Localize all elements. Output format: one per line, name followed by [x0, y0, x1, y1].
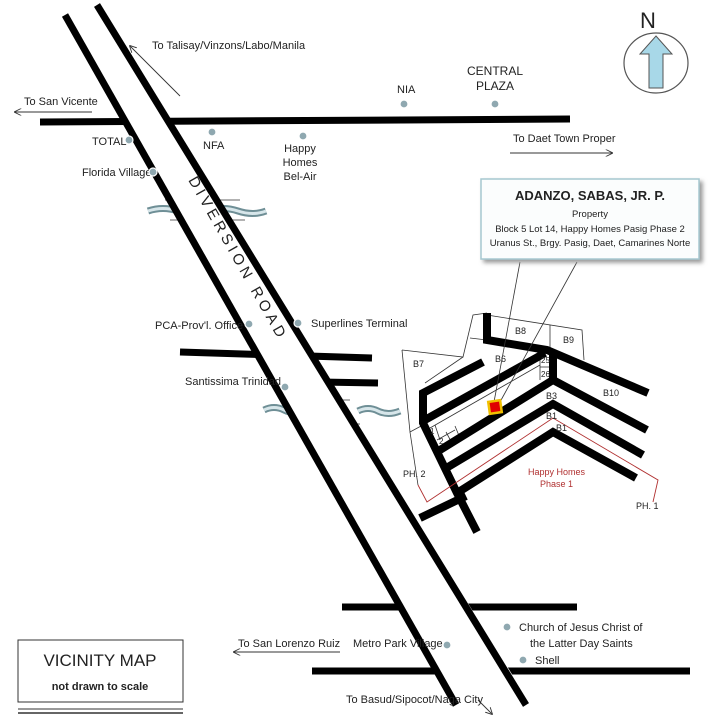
block-b1: B1 [546, 411, 557, 421]
landmark-dot [148, 167, 158, 177]
landmark-pca: PCA-Prov'l. Office [155, 320, 243, 332]
landmark-dot [280, 382, 290, 392]
block-b9: B9 [563, 335, 574, 345]
diversion-road [61, 3, 529, 712]
property-address-1: Block 5 Lot 14, Happy Homes Pasig Phase … [495, 224, 685, 235]
phase-2-label: PH. 2 [403, 469, 426, 479]
direction-san-lorenzo: To San Lorenzo Ruiz [238, 638, 340, 650]
landmark-central-plaza-1: CENTRAL [467, 64, 523, 78]
legend-subtitle: not drawn to scale [52, 681, 149, 693]
lot-1: 1 [430, 427, 435, 436]
landmark-happy-homes-3: Bel-Air [283, 171, 316, 183]
landmark-metro-park: Metro Park Village [353, 638, 443, 650]
happy-homes-phase1-line2: Phase 1 [540, 479, 573, 489]
landmark-dot [490, 99, 500, 109]
landmark-nfa: NFA [203, 140, 225, 152]
happy-homes-phase1-line1: Happy Homes [528, 467, 586, 477]
block-b3: B3 [546, 391, 557, 401]
landmark-central-plaza-2: PLAZA [476, 79, 514, 93]
north-arrow-icon [638, 35, 674, 89]
landmark-dot [502, 622, 512, 632]
legend-title: VICINITY MAP [43, 651, 156, 670]
phase-1-label: PH. 1 [636, 501, 659, 511]
landmark-superlines: Superlines Terminal [311, 318, 407, 330]
block-b8: B8 [515, 326, 526, 336]
direction-basud: To Basud/Sipocot/Naga City [346, 694, 483, 706]
direction-talisay: To Talisay/Vinzons/Labo/Manila [152, 40, 306, 52]
landmark-dot [124, 135, 134, 145]
landmark-dot [293, 318, 303, 328]
lot-2: 2 [439, 437, 444, 446]
property-address-2: Uranus St., Brgy. Pasig, Daet, Camarines… [490, 238, 690, 249]
landmark-happy-homes-1: Happy [284, 143, 316, 155]
block-b1-lower: B1 [556, 423, 567, 433]
lot-26: 26 [541, 370, 550, 379]
arrow-talisay [130, 46, 181, 97]
property-callout: ADANZO, SABAS, JR. P. Property Block 5 L… [480, 178, 700, 260]
callout-line [499, 261, 578, 403]
property-marker[interactable] [486, 398, 504, 416]
landmark-dot [518, 655, 528, 665]
direction-san-vicente: To San Vicente [24, 96, 98, 108]
landmark-dot [244, 319, 254, 329]
landmark-shell: Shell [535, 655, 559, 667]
subdivision-lots [401, 312, 585, 486]
callout-line [493, 261, 521, 403]
landmarks: TOTAL NFA NIA CENTRAL PLAZA Happy Homes … [82, 64, 643, 667]
landmark-dot [442, 640, 452, 650]
landmark-church-2: the Latter Day Saints [530, 638, 633, 650]
landmark-dot [207, 127, 217, 137]
north-label: N [640, 8, 656, 33]
block-b6: B6 [495, 354, 506, 364]
landmark-church-1: Church of Jesus Christ of [519, 622, 643, 634]
block-b10: B10 [603, 388, 619, 398]
subdivision-roads [418, 313, 650, 534]
property-label: Property [572, 209, 608, 220]
phase-1-boundary [417, 417, 659, 503]
north-arrow: N [623, 8, 689, 94]
landmark-nia: NIA [397, 84, 416, 96]
lot-25: 25 [541, 356, 550, 365]
property-owner: ADANZO, SABAS, JR. P. [515, 188, 665, 203]
landmark-florida: Florida Village [82, 167, 152, 179]
landmark-total: TOTAL [92, 136, 126, 148]
landmark-santissima: Santissima Trinidad [185, 376, 281, 388]
landmark-dot [399, 99, 409, 109]
landmark-dot [298, 131, 308, 141]
top-road [39, 115, 571, 126]
landmark-happy-homes-2: Homes [283, 157, 318, 169]
arrow-basud [477, 699, 492, 714]
block-b7: B7 [413, 359, 424, 369]
direction-daet: To Daet Town Proper [513, 133, 616, 145]
map-legend: VICINITY MAP not drawn to scale [17, 639, 184, 714]
